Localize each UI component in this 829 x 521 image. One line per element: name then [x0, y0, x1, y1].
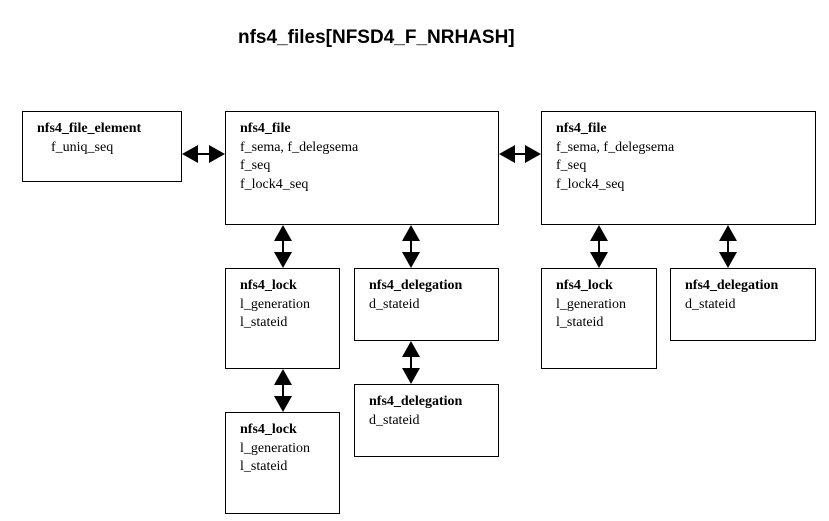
box-name: nfs4_lock	[240, 278, 297, 293]
field: f_seq	[556, 158, 587, 173]
field: f_sema, f_delegsema	[556, 139, 675, 155]
box-name: nfs4_file_element	[37, 121, 142, 136]
field: l_generation	[240, 440, 310, 456]
field: l_stateid	[240, 315, 288, 330]
field: f_uniq_seq	[51, 139, 114, 155]
nfs4-lock-box: nfs4_lock l_generation l_stateid	[225, 412, 340, 514]
double-arrow	[182, 145, 225, 163]
box-name: nfs4_delegation	[369, 278, 463, 293]
double-arrow	[402, 341, 420, 384]
box-name: nfs4_lock	[556, 278, 613, 293]
box-name: nfs4_delegation	[369, 394, 463, 409]
field: f_lock4_seq	[240, 176, 309, 192]
double-arrow	[499, 145, 541, 163]
double-arrow	[402, 225, 420, 268]
field: l_stateid	[556, 315, 604, 330]
field: f_lock4_seq	[556, 176, 625, 192]
box-name: nfs4_file	[240, 121, 291, 136]
field: l_generation	[556, 296, 626, 312]
box-name: nfs4_lock	[240, 422, 297, 437]
field: d_stateid	[369, 296, 420, 312]
diagram-title: nfs4_files[NFSD4_F_NRHASH]	[238, 27, 515, 48]
nfs4-lock-box: nfs4_lock l_generation l_stateid	[541, 268, 657, 369]
nfs4-file-box-left: nfs4_file f_sema, f_delegsema f_seq f_lo…	[225, 111, 499, 225]
box-name: nfs4_delegation	[685, 278, 779, 293]
field: l_stateid	[240, 459, 288, 474]
nfs4-delegation-box: nfs4_delegation d_stateid	[354, 384, 499, 457]
field: d_stateid	[369, 412, 420, 428]
nfs4-lock-box: nfs4_lock l_generation l_stateid	[225, 268, 340, 369]
double-arrow	[719, 225, 737, 268]
field: d_stateid	[685, 296, 736, 312]
field: l_generation	[240, 296, 310, 312]
nfs4-file-box-right: nfs4_file f_sema, f_delegsema f_seq f_lo…	[541, 111, 816, 225]
nfs4-file-element-box: nfs4_file_element f_uniq_seq	[22, 111, 182, 182]
double-arrow	[274, 225, 292, 268]
nfs4-delegation-box: nfs4_delegation d_stateid	[354, 268, 499, 341]
field: f_sema, f_delegsema	[240, 139, 359, 155]
box-name: nfs4_file	[556, 121, 607, 136]
nfs4-delegation-box: nfs4_delegation d_stateid	[670, 268, 816, 341]
double-arrow	[274, 369, 292, 412]
field: f_seq	[240, 158, 271, 173]
double-arrow	[590, 225, 608, 268]
